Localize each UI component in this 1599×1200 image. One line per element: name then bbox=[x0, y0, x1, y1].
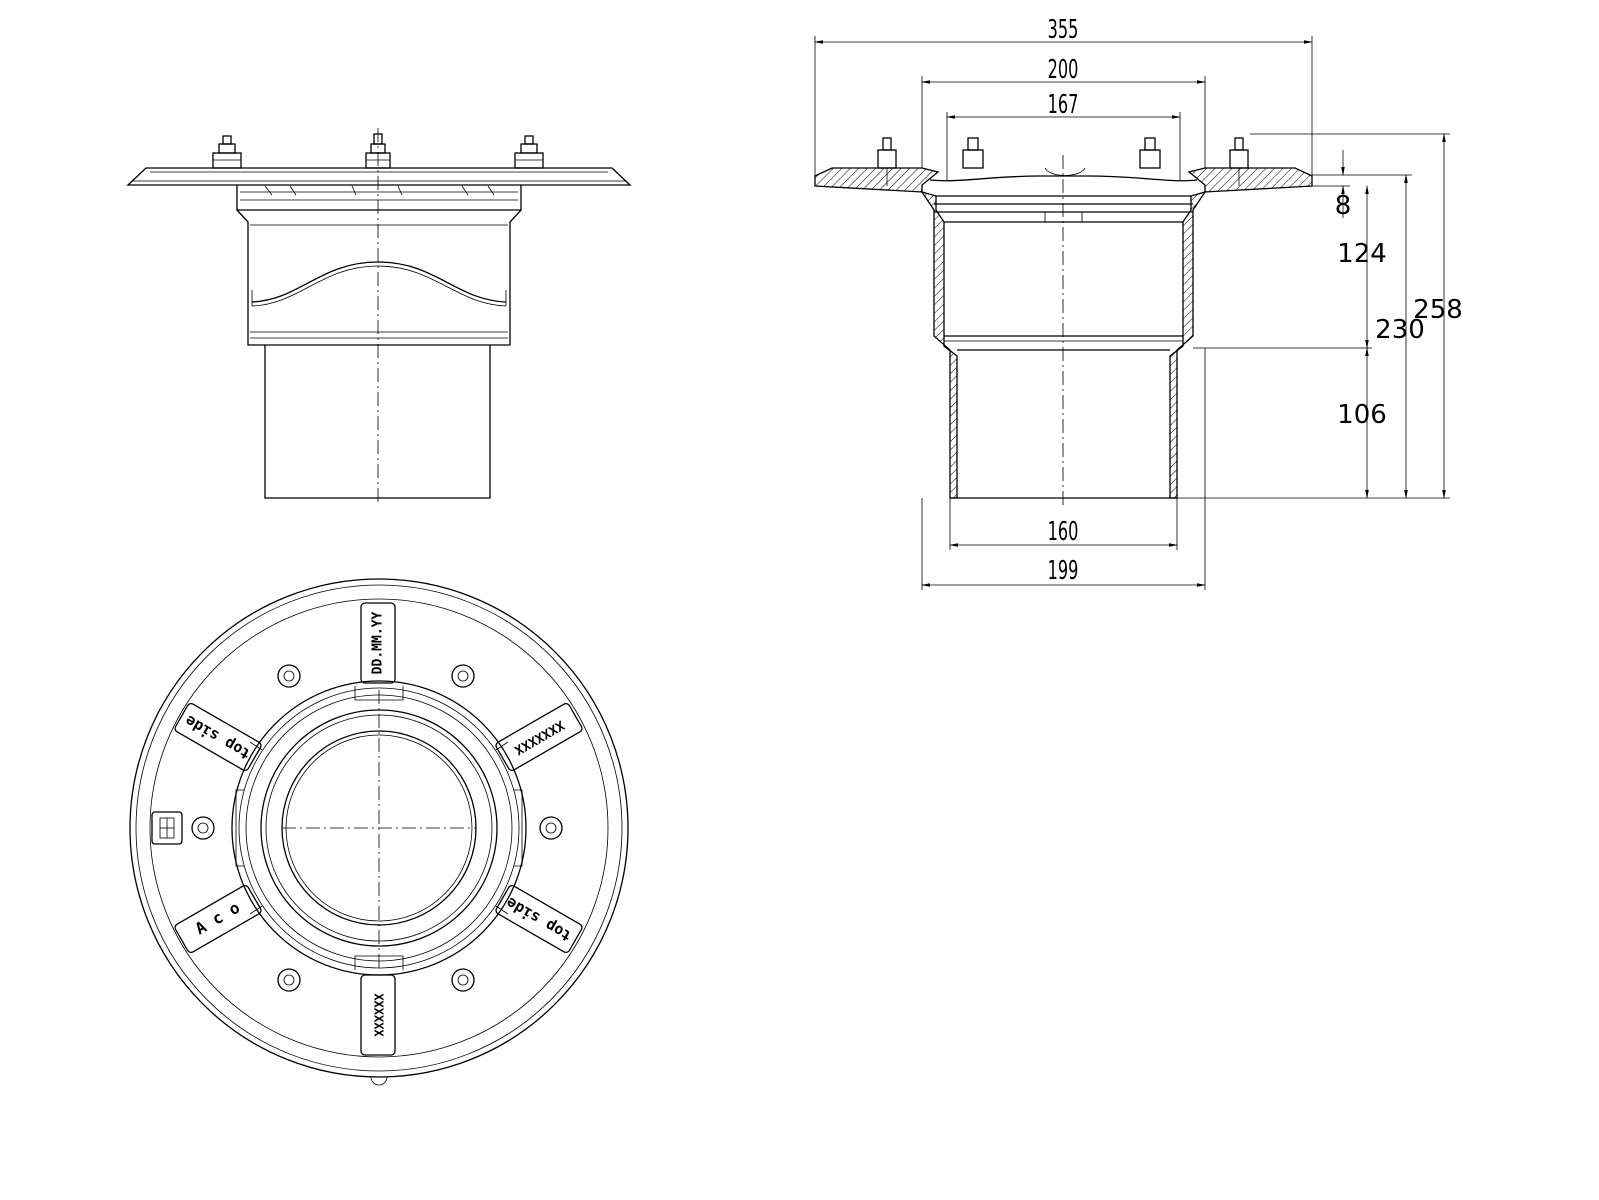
dim-230: 230 bbox=[1375, 315, 1425, 345]
label-serial-bottom: XXXXXX bbox=[372, 993, 386, 1037]
front-bolt-right bbox=[514, 135, 544, 169]
section-flange-left bbox=[814, 167, 940, 193]
plan-view: DD.MM.YY XXXXXX top side XXXXXXX A c o t… bbox=[129, 578, 629, 1086]
front-flange bbox=[126, 167, 632, 186]
section-wall-right bbox=[1169, 190, 1207, 499]
dimensions: 355 200 167 8 124 106 230 258 bbox=[814, 15, 1463, 590]
plan-ribs bbox=[235, 686, 523, 970]
section-bolt-4 bbox=[1229, 137, 1249, 186]
front-bolt-left bbox=[212, 135, 242, 169]
plate-date-code: DD.MM.YY bbox=[360, 602, 396, 684]
front-view bbox=[126, 128, 632, 505]
section-bolt-2 bbox=[962, 137, 984, 169]
section-flange-right bbox=[1187, 167, 1313, 193]
section-bolt-3 bbox=[1139, 137, 1161, 169]
plate-serial-right: XXXXXXX bbox=[495, 702, 583, 772]
dim-124: 124 bbox=[1337, 239, 1387, 269]
plate-top-side-left: top side bbox=[174, 702, 262, 772]
plate-aco: A c o bbox=[174, 884, 262, 954]
label-date-code: DD.MM.YY bbox=[371, 612, 386, 675]
plan-flange-outer bbox=[129, 578, 629, 1078]
dim-8: 8 bbox=[1335, 191, 1352, 221]
dim-160: 160 bbox=[1048, 517, 1079, 547]
label-serial-right: XXXXXXX bbox=[511, 717, 566, 757]
dim-167: 167 bbox=[1048, 90, 1079, 120]
plan-symbol-plate bbox=[151, 811, 183, 845]
dim-199: 199 bbox=[1048, 556, 1079, 586]
section-wall-left bbox=[920, 190, 958, 499]
front-upper-body bbox=[236, 209, 522, 346]
section-view bbox=[814, 137, 1313, 505]
dim-106: 106 bbox=[1337, 400, 1387, 430]
dim-200: 200 bbox=[1048, 55, 1079, 85]
dim-258: 258 bbox=[1413, 295, 1463, 325]
section-bolt-1 bbox=[877, 137, 897, 186]
front-outlet-pipe bbox=[264, 345, 491, 499]
label-aco: A c o bbox=[192, 898, 243, 939]
plate-serial-bottom: XXXXXX bbox=[360, 974, 396, 1056]
plan-bolt-holes bbox=[191, 664, 563, 992]
plate-top-side-right: top side bbox=[495, 884, 583, 954]
dim-355: 355 bbox=[1048, 15, 1079, 45]
